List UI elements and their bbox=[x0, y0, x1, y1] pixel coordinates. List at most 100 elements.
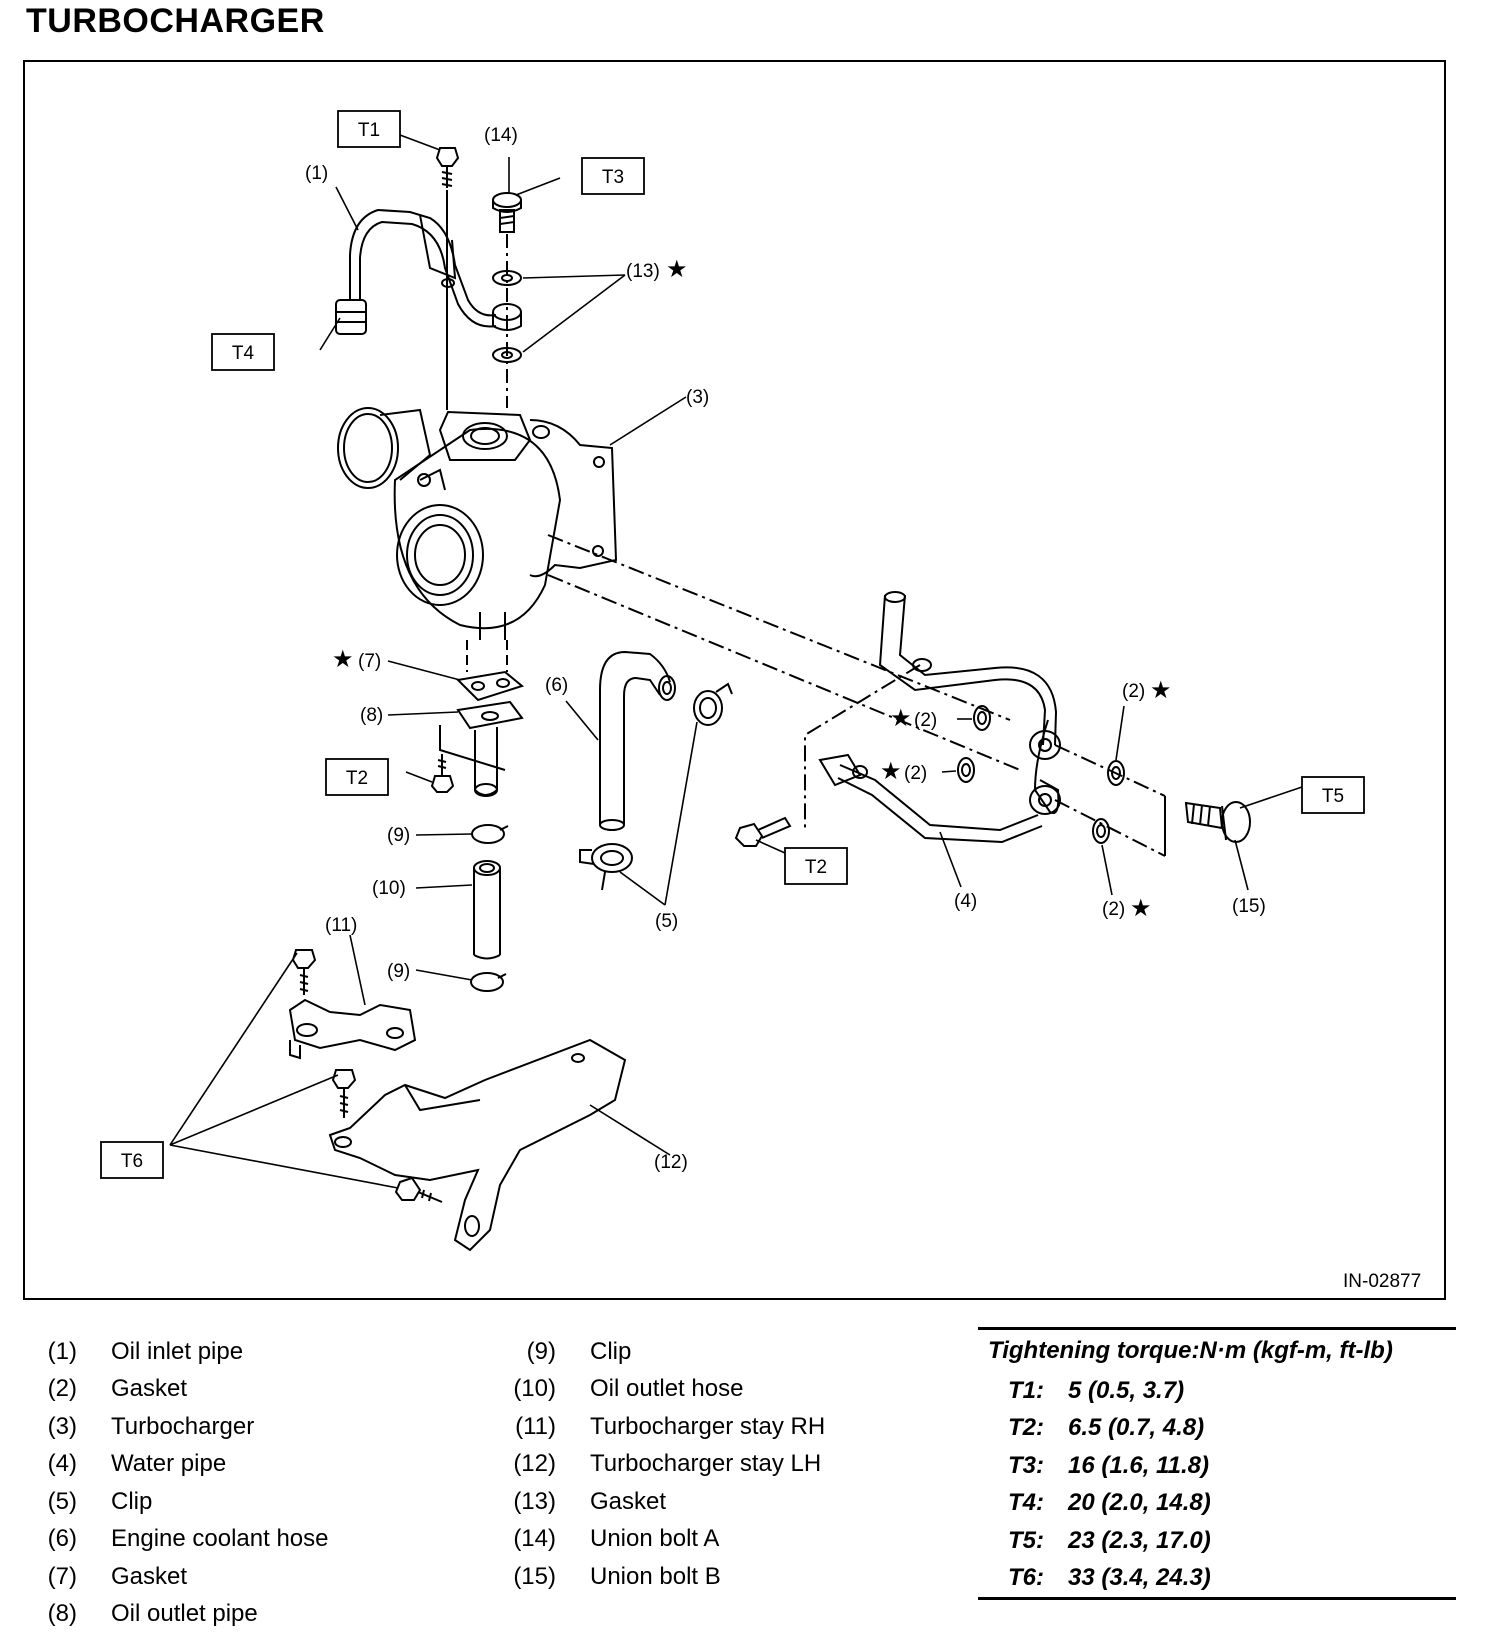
torque-row: T1:5 (0.5, 3.7) bbox=[978, 1372, 1456, 1410]
legend-item: (3)Turbocharger bbox=[23, 1408, 329, 1446]
legend-num: (8) bbox=[47, 1600, 77, 1628]
legend-num: (12) bbox=[513, 1450, 556, 1478]
oil-outlet-bracket-line bbox=[439, 725, 506, 771]
callout-7-star: ★ bbox=[332, 646, 354, 673]
legend-name: Oil outlet pipe bbox=[111, 1600, 258, 1628]
legend-name: Clip bbox=[111, 1487, 153, 1515]
torque-tag-t3: T3 bbox=[581, 157, 645, 195]
figure-id: IN-02877 bbox=[1343, 1271, 1421, 1292]
gasket-13-upper bbox=[492, 270, 522, 286]
callout-12: (12) bbox=[654, 1152, 688, 1173]
torque-tag-t2-right: T2 bbox=[784, 847, 848, 885]
legend-item: (7) Gasket bbox=[23, 1558, 329, 1596]
engine-coolant-hose bbox=[599, 650, 676, 831]
page-title: TURBOCHARGER bbox=[26, 2, 325, 40]
torque-tag-t5: T5 bbox=[1301, 776, 1365, 814]
legend-name: Union bolt B bbox=[590, 1562, 721, 1590]
torque-tag-t1: T1 bbox=[337, 110, 401, 148]
torque-tag-t4: T4 bbox=[211, 333, 275, 371]
callout-9-upper: (9) bbox=[387, 825, 410, 846]
torque-value: 23 (2.3, 17.0) bbox=[1068, 1526, 1211, 1554]
callout-10: (10) bbox=[372, 878, 406, 899]
torque-value: 20 (2.0, 14.8) bbox=[1068, 1489, 1211, 1517]
t2-bolt-right bbox=[734, 816, 792, 847]
oil-outlet-pipe bbox=[456, 700, 524, 797]
callout-11: (11) bbox=[325, 915, 357, 936]
torque-value: 6.5 (0.7, 4.8) bbox=[1068, 1414, 1205, 1442]
torque-row: T6:33 (3.4, 24.3) bbox=[978, 1560, 1456, 1598]
clip-9-upper bbox=[471, 824, 509, 844]
callout-13: (13) bbox=[626, 261, 660, 282]
legend-item: (9)Clip bbox=[500, 1333, 825, 1371]
legend-num: (7) bbox=[47, 1562, 77, 1590]
callout-6: (6) bbox=[545, 675, 568, 696]
legend-item: (4) Water pipe bbox=[23, 1446, 329, 1484]
callout-2d: (2) bbox=[1102, 899, 1125, 920]
legend-item: (8) Oil outlet pipe bbox=[23, 1596, 329, 1634]
legend-num: (11) bbox=[515, 1412, 556, 1440]
leader-lines bbox=[169, 134, 1303, 1189]
union-bolt-a bbox=[492, 192, 522, 233]
torque-top-rule bbox=[978, 1327, 1456, 1330]
axis-line-upper bbox=[547, 534, 1011, 721]
callout-7: (7) bbox=[358, 651, 381, 672]
legend-name: Turbocharger stay LH bbox=[590, 1450, 822, 1478]
legend-item: (12) Turbocharger stay LH bbox=[500, 1446, 825, 1484]
legend-num: (1) bbox=[47, 1337, 77, 1365]
callout-2a-star: ★ bbox=[890, 705, 912, 732]
legend-item: (2)Gasket bbox=[23, 1371, 329, 1409]
callout-14: (14) bbox=[484, 125, 518, 146]
clip-9-lower bbox=[470, 972, 507, 992]
t1-bolt bbox=[435, 147, 460, 188]
torque-tag-t6: T6 bbox=[100, 1141, 164, 1179]
legend-item: (1)Oil inlet pipe bbox=[23, 1333, 329, 1371]
gasket-13-lower bbox=[492, 347, 522, 363]
union-bolt-b-axis-upper bbox=[1054, 744, 1166, 797]
legend-name: Oil outlet hose bbox=[590, 1375, 744, 1403]
t2-bolt-left bbox=[430, 754, 455, 793]
gasket-2-c bbox=[1107, 760, 1125, 786]
torque-key: T1: bbox=[1008, 1376, 1044, 1404]
legend-name: Union bolt A bbox=[590, 1525, 720, 1553]
legend-num: (4) bbox=[47, 1450, 77, 1478]
union-fitting bbox=[492, 303, 522, 331]
legend-num: (9) bbox=[526, 1337, 556, 1365]
legend-right: (9)Clip (10)Oil outlet hose (11)Turbocha… bbox=[500, 1333, 825, 1596]
turbocharger-stay-lh bbox=[328, 1038, 627, 1252]
water-pipe bbox=[818, 591, 1061, 844]
union-bolt-b-axis-lower bbox=[1054, 799, 1166, 857]
legend-item: (13) Gasket bbox=[500, 1483, 825, 1521]
callout-1: (1) bbox=[305, 163, 328, 184]
callout-2c: (2) bbox=[1122, 681, 1145, 702]
torque-row: T3:16 (1.6, 11.8) bbox=[978, 1447, 1456, 1485]
legend-item: (10) Oil outlet hose bbox=[500, 1371, 825, 1409]
legend-name: Engine coolant hose bbox=[111, 1525, 329, 1553]
legend-item: (15)Union bolt B bbox=[500, 1558, 825, 1596]
turbocharger bbox=[337, 407, 618, 640]
callout-2b-star: ★ bbox=[880, 758, 902, 785]
tightening-torque-table: Tightening torque:N·m (kgf-m, ft-lb) T1:… bbox=[978, 1327, 1456, 1600]
clip-5-lower bbox=[579, 843, 633, 891]
legend-item: (6) Engine coolant hose bbox=[23, 1521, 329, 1559]
svg-text:T3: T3 bbox=[602, 167, 624, 188]
torque-row: T5:23 (2.3, 17.0) bbox=[978, 1522, 1456, 1560]
callout-2d-star: ★ bbox=[1130, 895, 1152, 922]
legend-num: (3) bbox=[47, 1412, 77, 1440]
legend-num: (13) bbox=[513, 1487, 556, 1515]
legend-num: (6) bbox=[47, 1525, 77, 1553]
torque-row: T2: 6.5 (0.7, 4.8) bbox=[978, 1410, 1456, 1448]
legend-name: Gasket bbox=[590, 1487, 667, 1515]
legend-name: Water pipe bbox=[111, 1450, 227, 1478]
legend-num: (5) bbox=[47, 1487, 77, 1515]
legend-item: (11)Turbocharger stay RH bbox=[500, 1408, 825, 1446]
callout-2a: (2) bbox=[914, 710, 937, 731]
t6-bolt-stay-rh bbox=[291, 949, 317, 995]
svg-text:T2: T2 bbox=[805, 857, 827, 878]
gasket-2-b bbox=[957, 757, 975, 783]
callout-15: (15) bbox=[1232, 896, 1266, 917]
callout-2c-star: ★ bbox=[1150, 677, 1172, 704]
legend-num: (10) bbox=[513, 1375, 556, 1403]
torque-key: T3: bbox=[1008, 1451, 1044, 1479]
legend-name: Gasket bbox=[111, 1562, 188, 1590]
torque-key: T2: bbox=[1008, 1414, 1044, 1442]
